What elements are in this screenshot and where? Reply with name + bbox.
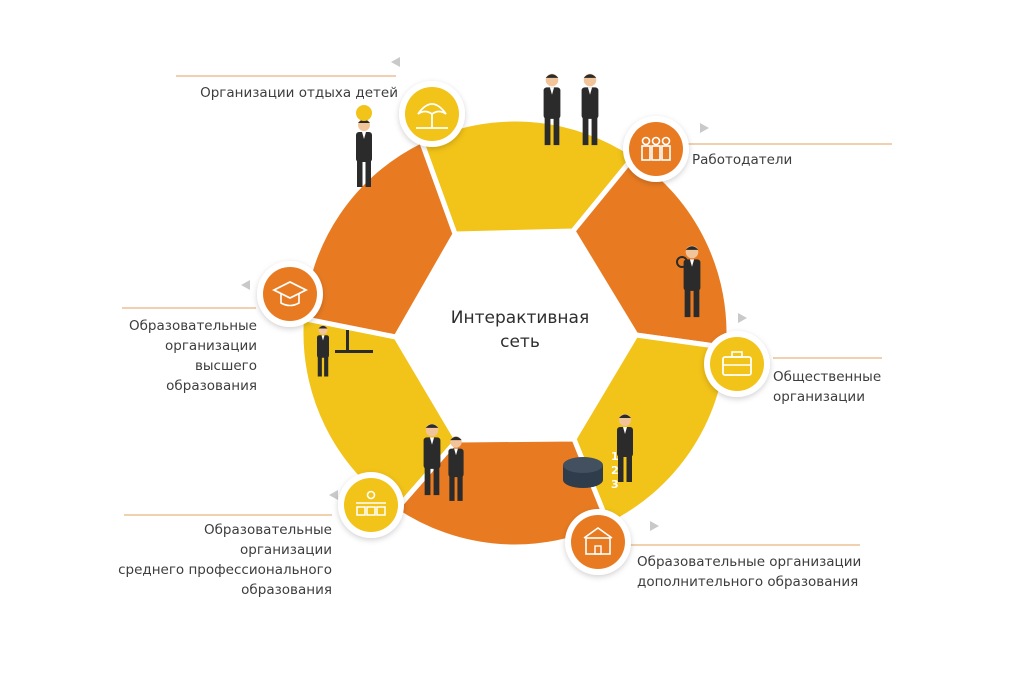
label-secondary-prof-edu: Образовательные организации среднего про… <box>118 522 332 598</box>
leader-lines <box>122 57 892 546</box>
people-illustrations: 123 <box>317 73 701 501</box>
desk <box>335 350 373 353</box>
circle-employers <box>623 116 689 182</box>
circle-additional-edu <box>565 509 631 575</box>
arrow-secondary-prof-edu <box>329 490 338 500</box>
briefcase-icon <box>722 351 752 376</box>
school-building-icon <box>583 527 613 555</box>
circle-secondary-prof-edu <box>338 472 404 538</box>
person-with-papers-right <box>448 436 464 501</box>
arrow-public-orgs <box>738 313 747 323</box>
label-employers: Работодатели <box>692 152 793 168</box>
circle-public-orgs <box>704 331 770 397</box>
icon-circles <box>257 81 770 575</box>
chart-markers: 123 <box>611 450 619 491</box>
person-with-papers-left <box>423 423 441 496</box>
label-public-orgs: Общественные организации <box>773 369 882 405</box>
circle-higher-edu <box>257 261 323 327</box>
person-at-desk <box>317 325 329 377</box>
person-presenter <box>617 414 633 482</box>
arrow-children-rest <box>391 57 400 67</box>
person-with-magnifier <box>683 245 701 318</box>
label-children-rest: Организации отдыха детей <box>200 85 398 101</box>
umbrella-icon <box>416 103 448 129</box>
label-higher-edu: Образовательные организации высшего обра… <box>128 318 257 394</box>
chart-marker-1: 1 <box>611 450 619 463</box>
pie-chart-illustration <box>563 457 603 488</box>
people-group-icon <box>641 136 671 161</box>
arrow-additional-edu <box>650 521 659 531</box>
label-additional-edu: Образовательные организации дополнительн… <box>637 554 862 590</box>
chart-marker-2: 2 <box>611 464 619 477</box>
center-title: Интерактивная сеть <box>450 308 590 352</box>
audience-icon <box>356 490 386 516</box>
ball <box>356 105 372 121</box>
circle-children-rest <box>399 81 465 147</box>
graduation-cap-icon <box>271 280 309 307</box>
chart-marker-3: 3 <box>611 478 619 491</box>
person-holding-ball <box>356 119 372 187</box>
monitor <box>346 330 349 350</box>
magnifier <box>676 256 688 268</box>
person-handshake-left <box>543 73 561 146</box>
arrow-higher-edu <box>241 280 250 290</box>
arrow-employers <box>700 123 709 133</box>
person-handshake-right <box>581 73 599 146</box>
